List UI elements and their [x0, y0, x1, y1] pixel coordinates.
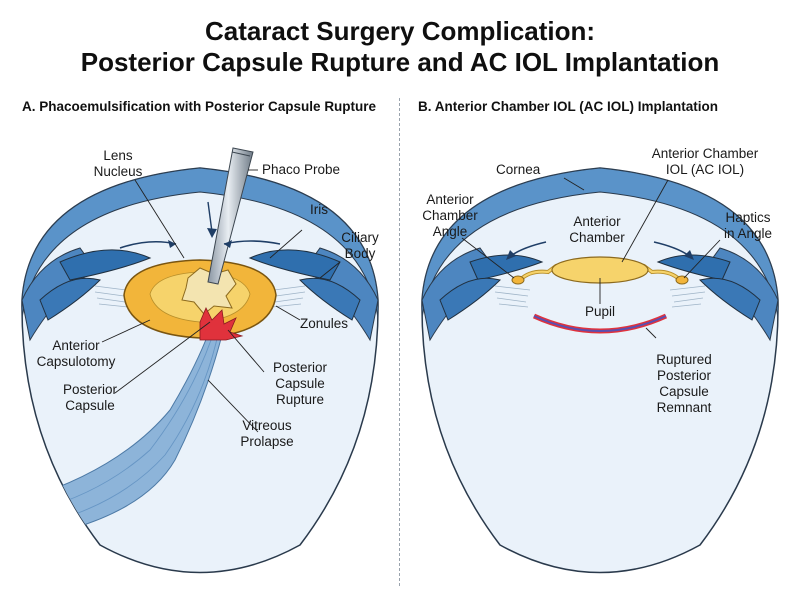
iris-left — [59, 249, 152, 281]
label-cornea: Cornea — [496, 162, 541, 177]
ciliary-body-right-b — [699, 277, 761, 321]
ac-iol — [511, 256, 689, 285]
ciliary-body-left — [39, 277, 101, 321]
panel-divider — [399, 98, 400, 586]
iris-right — [248, 249, 341, 281]
diagram-title-line-1: Cataract Surgery Complication: — [204, 16, 596, 46]
label-iris: Iris — [310, 202, 328, 217]
panel-a-heading: A. Phacoemulsification with Posterior Ca… — [22, 99, 377, 114]
label-zonules: Zonules — [300, 316, 349, 331]
ruptured-capsule-remnant — [532, 313, 668, 334]
ciliary-body-right — [299, 277, 361, 321]
ciliary-body-left-b — [439, 277, 501, 321]
diagram-title-line-2: Posterior Capsule Rupture and AC IOL Imp… — [80, 47, 720, 77]
label-phaco-probe: Phaco Probe — [262, 162, 341, 177]
iris-left-b — [469, 254, 544, 281]
label-pupil: Pupil — [584, 304, 616, 319]
phaco-probe — [207, 147, 254, 285]
panel-b-heading: B. Anterior Chamber IOL (AC IOL) Implant… — [418, 99, 719, 114]
vitreous-prolapse-arrow — [207, 201, 213, 233]
posterior-capsule-rupture — [199, 307, 244, 341]
panel-a-illustration — [21, 147, 379, 574]
